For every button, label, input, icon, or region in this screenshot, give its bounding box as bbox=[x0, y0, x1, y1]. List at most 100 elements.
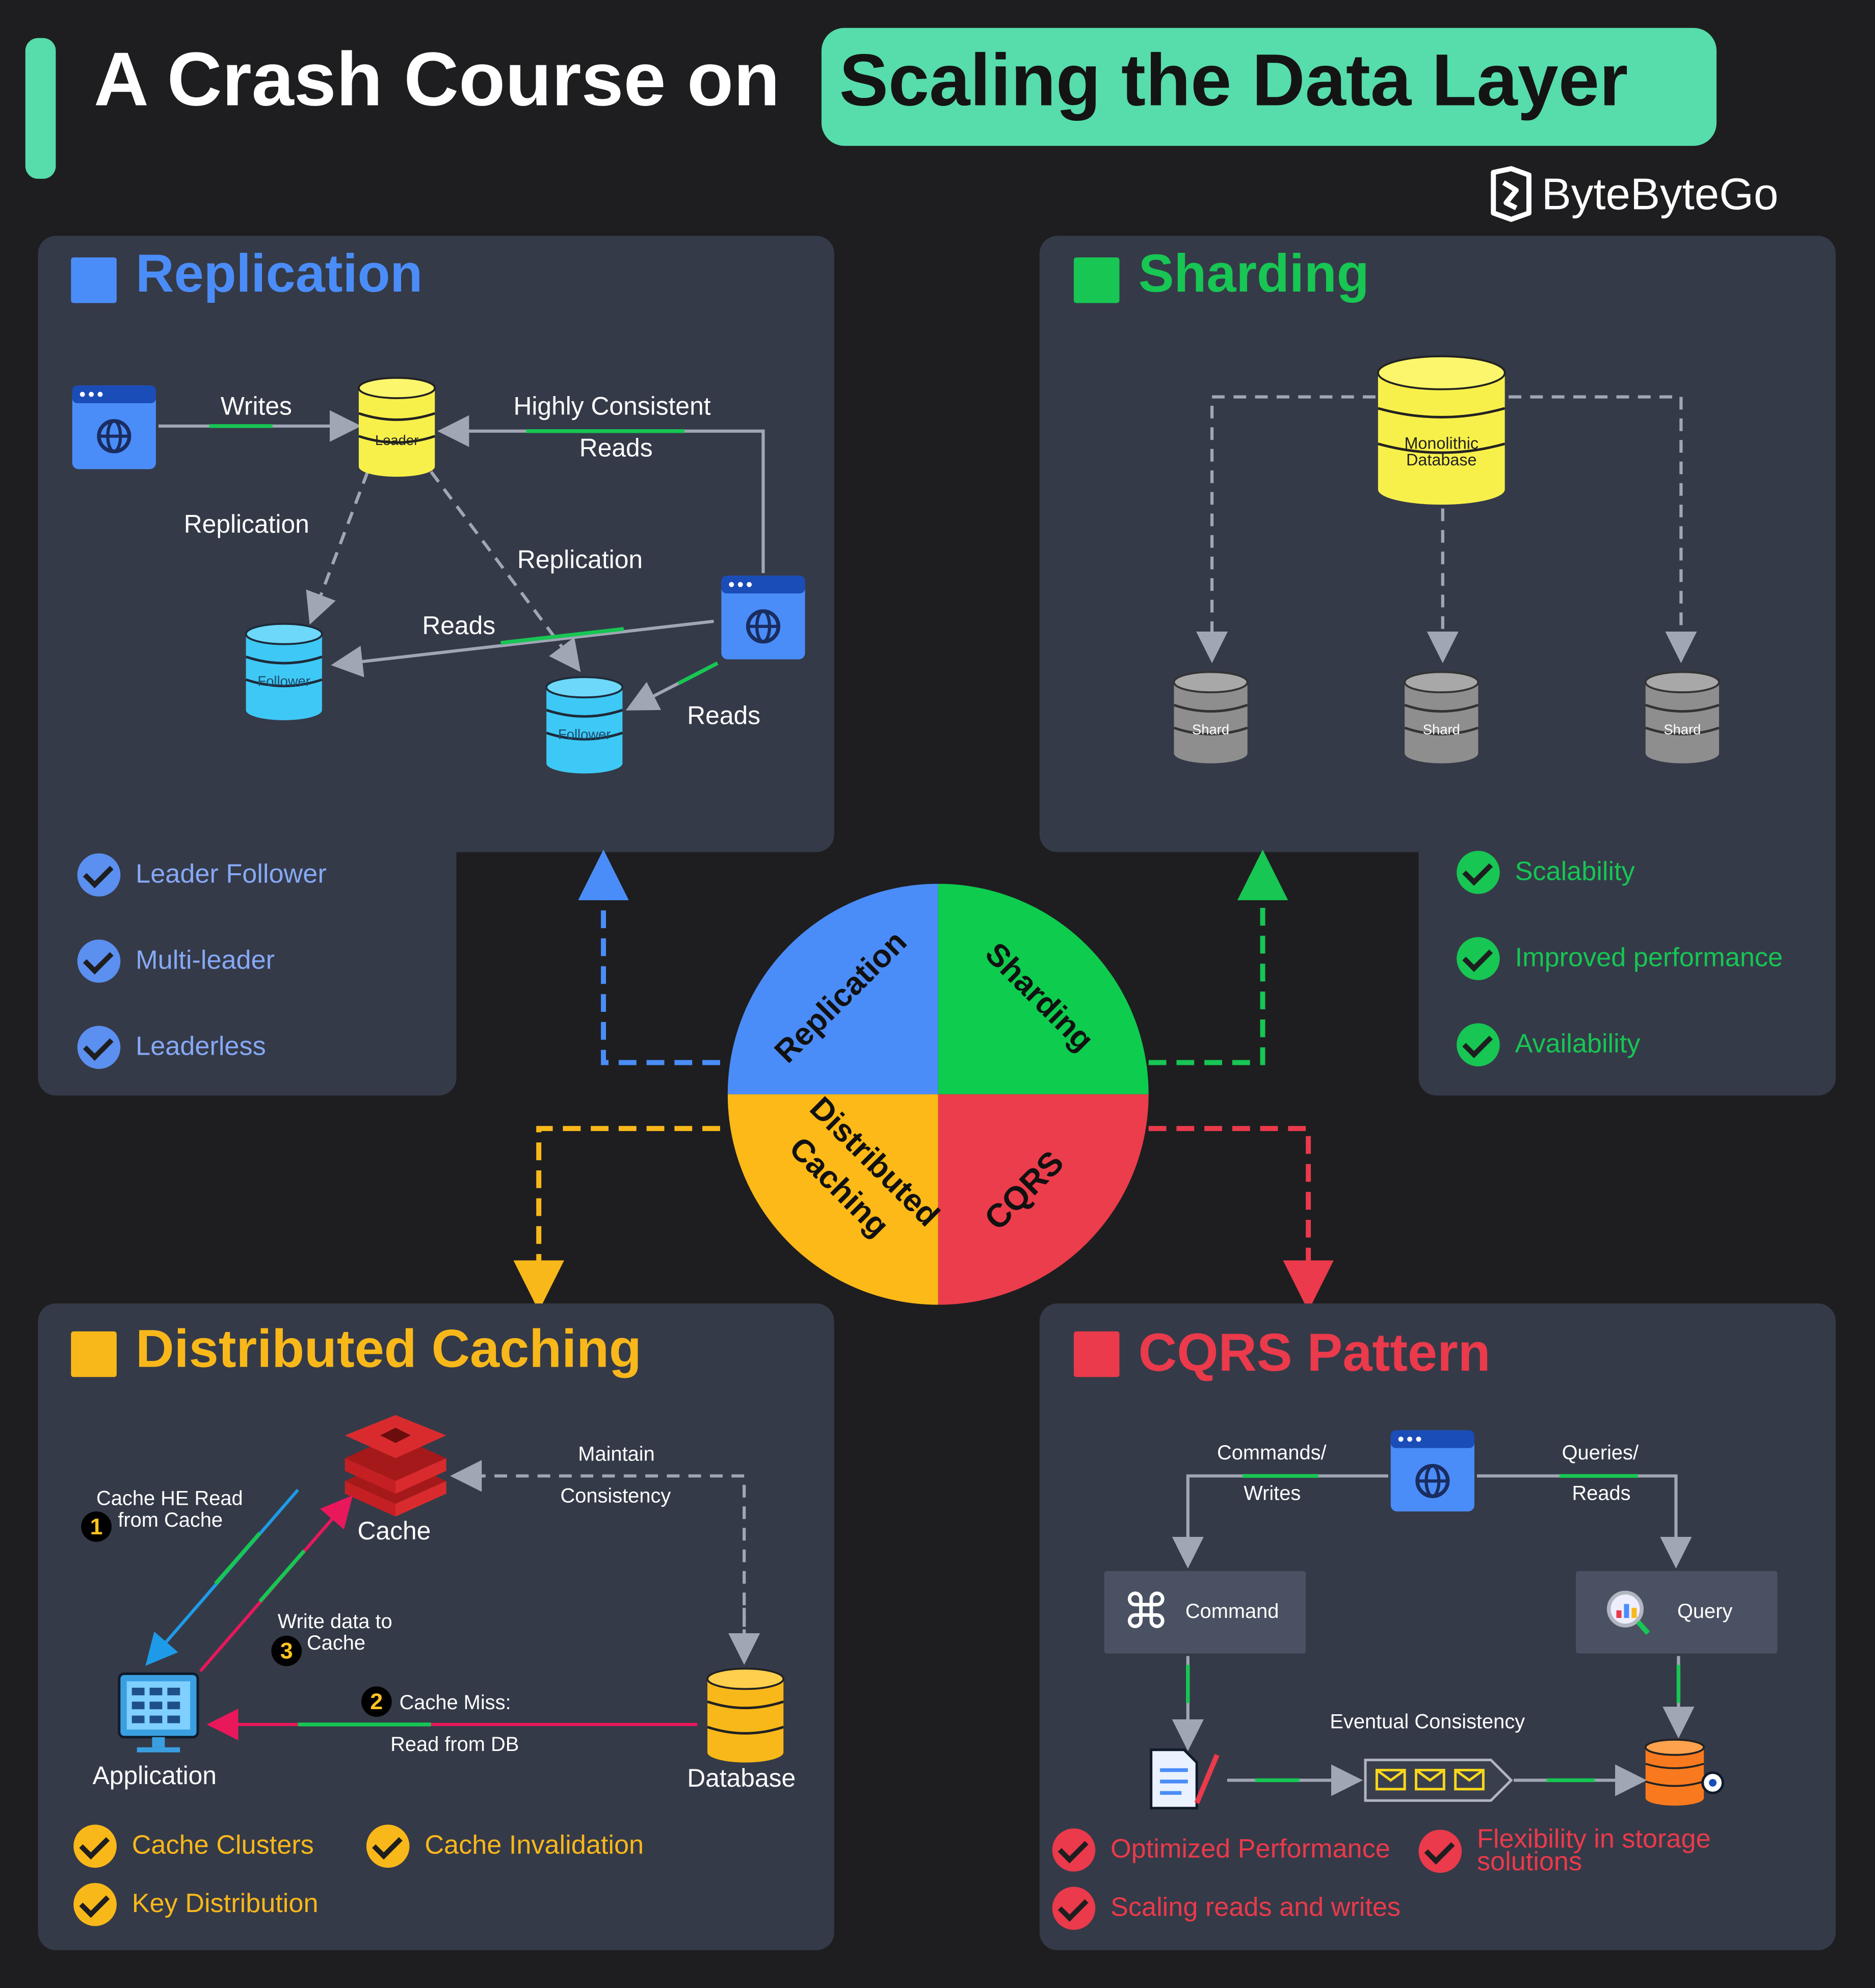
caching-panel bbox=[38, 1303, 834, 1950]
client-browser-icon bbox=[1390, 1430, 1474, 1512]
eventual-consistency-label: Eventual Consistency bbox=[1330, 1712, 1525, 1734]
edge-label-replication: Replication bbox=[517, 546, 643, 574]
shard-label: Shard bbox=[1663, 721, 1701, 737]
leader-label: Leader bbox=[375, 432, 418, 448]
step2-badge: 2 bbox=[361, 1686, 392, 1717]
message-queue-icon bbox=[1364, 1759, 1513, 1802]
caching-title: Distributed Caching bbox=[136, 1319, 642, 1378]
command-box: ⌘ Command bbox=[1104, 1571, 1306, 1654]
header-accent-bar bbox=[25, 38, 56, 179]
title-highlight-box bbox=[821, 28, 1717, 146]
check-icon bbox=[1418, 1829, 1462, 1873]
check-icon bbox=[1457, 937, 1500, 980]
monolithic-database-icon bbox=[1377, 355, 1506, 505]
brand-name: ByteByteGo bbox=[1541, 170, 1779, 220]
maintain-label: Maintain bbox=[578, 1444, 655, 1466]
step3-label: Write data to bbox=[277, 1611, 392, 1633]
shard-label: Shard bbox=[1192, 721, 1229, 737]
client-browser-icon bbox=[721, 576, 805, 660]
concept-wheel: Replication Sharding Distributed Caching… bbox=[727, 883, 1149, 1305]
sharding-square-icon bbox=[1073, 257, 1120, 303]
client-browser-icon bbox=[72, 385, 156, 469]
follower-label: Follower bbox=[558, 726, 611, 742]
edge-label-writes: Writes bbox=[220, 393, 292, 421]
edge-label-reads: Reads bbox=[579, 435, 653, 463]
commands-label: Commands/ bbox=[1217, 1443, 1327, 1465]
check-icon bbox=[366, 1824, 410, 1868]
queries-label: Queries/ bbox=[1562, 1443, 1639, 1465]
step3-label: Cache bbox=[306, 1633, 366, 1655]
check-icon bbox=[1052, 1828, 1096, 1872]
feature-multi-leader: Multi-leader bbox=[77, 939, 275, 983]
check-icon bbox=[1052, 1887, 1096, 1930]
feature-cache-clusters: Cache Clusters bbox=[73, 1824, 314, 1868]
step1-label: Cache HE Read bbox=[96, 1488, 243, 1510]
replication-panel bbox=[38, 236, 834, 852]
leader-database-icon bbox=[358, 377, 436, 477]
database-label: Database bbox=[687, 1765, 796, 1793]
read-database-icon bbox=[1644, 1738, 1724, 1806]
shard-database-icon bbox=[1173, 671, 1249, 764]
check-icon bbox=[73, 1882, 117, 1926]
sharding-diagram: Monolithic Database Shard Shard Shard bbox=[1173, 355, 1720, 764]
cache-label: Cache bbox=[357, 1518, 431, 1546]
application-label: Application bbox=[92, 1762, 217, 1791]
follower-database-icon bbox=[545, 676, 624, 774]
follower-database-icon bbox=[245, 622, 323, 720]
feature-leader-follower: Leader Follower bbox=[77, 853, 327, 897]
feature-cache-invalidation: Cache Invalidation bbox=[366, 1824, 644, 1868]
feature-availability: Availability bbox=[1457, 1023, 1640, 1066]
feature-improved-performance: Improved performance bbox=[1457, 937, 1783, 980]
caching-square-icon bbox=[71, 1331, 117, 1377]
step2-label: Read from DB bbox=[390, 1734, 519, 1757]
feature-key-distribution: Key Distribution bbox=[73, 1882, 319, 1926]
page-title: A Crash Course on bbox=[94, 37, 780, 122]
step1-label: from Cache bbox=[118, 1510, 223, 1532]
shard-database-icon bbox=[1404, 671, 1480, 764]
document-icon bbox=[1150, 1748, 1220, 1810]
feature-optimized-performance: Optimized Performance bbox=[1052, 1828, 1390, 1872]
cache-redis-icon bbox=[345, 1415, 446, 1517]
check-icon bbox=[1457, 851, 1500, 894]
caching-diagram bbox=[118, 1415, 785, 1763]
step1-badge: 1 bbox=[81, 1511, 112, 1542]
monolith-label: Database bbox=[1406, 451, 1476, 469]
check-icon bbox=[73, 1824, 117, 1868]
cqrs-square-icon bbox=[1073, 1331, 1120, 1377]
edge-label-reads: Reads bbox=[422, 612, 496, 641]
writes-label: Writes bbox=[1244, 1483, 1301, 1505]
reads-label: Reads bbox=[1572, 1483, 1631, 1505]
cqrs-diagram bbox=[1150, 1430, 1724, 1810]
database-icon bbox=[706, 1667, 785, 1763]
check-icon bbox=[77, 939, 121, 983]
cqrs-title: CQRS Pattern bbox=[1138, 1322, 1491, 1382]
edge-label-highly-consistent: Highly Consistent bbox=[513, 393, 711, 421]
replication-square-icon bbox=[71, 257, 117, 303]
application-monitor-icon bbox=[118, 1672, 199, 1752]
edge-label-reads: Reads bbox=[687, 702, 761, 730]
replication-title: Replication bbox=[136, 243, 423, 303]
feature-leaderless: Leaderless bbox=[77, 1026, 266, 1069]
shard-label: Shard bbox=[1423, 721, 1460, 737]
query-box: Query bbox=[1575, 1571, 1778, 1654]
check-icon bbox=[1457, 1023, 1500, 1066]
step2-label: Cache Miss: bbox=[399, 1692, 511, 1715]
feature-scalability: Scalability bbox=[1457, 851, 1635, 894]
page-title-highlight: Scaling the Data Layer bbox=[839, 39, 1628, 122]
check-icon bbox=[77, 853, 121, 897]
query-search-icon bbox=[1606, 1590, 1650, 1634]
edge-label-replication: Replication bbox=[183, 511, 309, 539]
follower-label: Follower bbox=[258, 673, 310, 689]
consistency-label: Consistency bbox=[560, 1486, 671, 1508]
command-key-icon: ⌘ bbox=[1122, 1585, 1170, 1639]
bytebytego-logo-icon bbox=[1491, 166, 1531, 222]
shard-database-icon bbox=[1644, 671, 1720, 764]
feature-scaling-reads-writes: Scaling reads and writes bbox=[1052, 1887, 1401, 1930]
monolith-label: Monolithic bbox=[1405, 434, 1479, 453]
replication-diagram: Leader Follower Follower bbox=[72, 377, 805, 774]
step3-badge: 3 bbox=[271, 1635, 302, 1666]
check-icon bbox=[77, 1026, 121, 1069]
sharding-title: Sharding bbox=[1138, 243, 1369, 303]
